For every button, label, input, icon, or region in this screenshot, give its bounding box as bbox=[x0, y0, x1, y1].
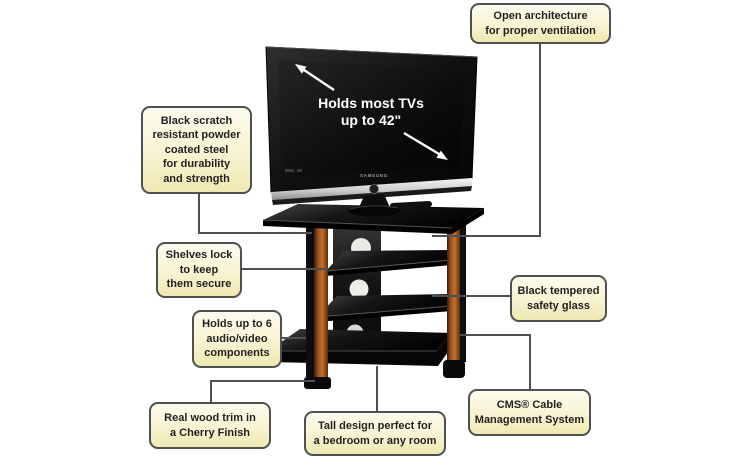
tv-screen bbox=[278, 60, 465, 179]
tv-pedestal-highlight bbox=[349, 205, 399, 210]
bezel-marking bbox=[285, 169, 294, 172]
callout-tall-design-label: Tall design perfect for a bedroom or any… bbox=[313, 419, 437, 447]
callout-cms-cable-management: CMS® Cable Management System bbox=[468, 389, 591, 436]
callout-tempered-glass: Black tempered safety glass bbox=[510, 275, 607, 322]
callout-tempered-glass-label: Black tempered safety glass bbox=[517, 284, 600, 312]
stand-base bbox=[268, 329, 453, 366]
screen-note-line2: up to 42" bbox=[341, 112, 401, 128]
tv-brand-logo: SAMSUNG bbox=[360, 173, 388, 178]
callout-shelves-lock: Shelves lock to keep them secure bbox=[156, 242, 242, 298]
tv-pedestal-base bbox=[348, 205, 400, 217]
bezel-marking bbox=[297, 169, 302, 172]
callout-av-components: Holds up to 6 audio/video components bbox=[192, 310, 282, 368]
callout-wood-trim-label: Real wood trim in a Cherry Finish bbox=[164, 411, 256, 439]
cable-hole bbox=[349, 279, 369, 299]
remote-on-shelf bbox=[390, 201, 432, 209]
wood-post-left bbox=[314, 220, 328, 382]
callout-powder-coated-steel: Black scratch resistant powder coated st… bbox=[141, 106, 252, 194]
callout-powder-coated-steel-label: Black scratch resistant powder coated st… bbox=[152, 114, 241, 185]
callout-av-components-label: Holds up to 6 audio/video components bbox=[202, 318, 272, 360]
screen-note-line1: Holds most TVs bbox=[318, 95, 424, 111]
frame-strip-left bbox=[306, 219, 316, 384]
arrow-lower-right bbox=[403, 131, 448, 160]
callout-tall-design: Tall design perfect for a bedroom or any… bbox=[304, 411, 446, 456]
tv: Holds most TVs up to 42" SAMSUNG bbox=[265, 46, 478, 217]
callout-wood-trim: Real wood trim in a Cherry Finish bbox=[149, 402, 271, 449]
callout-connectors bbox=[198, 44, 541, 411]
callout-open-architecture: Open architecture for proper ventilation bbox=[470, 3, 611, 44]
shelf-middle-2 bbox=[316, 294, 453, 322]
wood-post-right bbox=[447, 210, 460, 364]
arrow-upper-left bbox=[295, 64, 335, 91]
callout-open-architecture-label: Open architecture for proper ventilation bbox=[485, 9, 596, 37]
stand-foot-right bbox=[443, 360, 465, 378]
tv-power-sensor bbox=[369, 184, 379, 194]
callout-cms-cable-management-label: CMS® Cable Management System bbox=[474, 398, 585, 426]
frame-strip-right bbox=[458, 212, 466, 362]
stand-foot-left bbox=[304, 377, 331, 389]
callout-shelves-lock-label: Shelves lock to keep them secure bbox=[165, 249, 233, 291]
shelf-middle-1 bbox=[325, 250, 453, 276]
